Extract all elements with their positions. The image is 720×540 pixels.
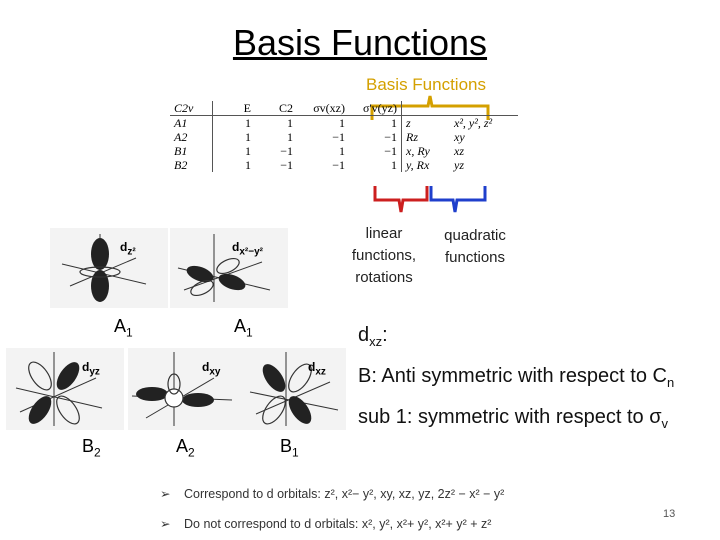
table-header-sigma-yz: σ'v(yz) xyxy=(349,101,402,116)
char-cell: −1 xyxy=(384,130,397,144)
orbital-dz2-label: dz² xyxy=(120,240,136,258)
orbital-dxy-diagram: dxy xyxy=(128,348,246,430)
symmetry-label-a1-second: A1 xyxy=(234,316,253,340)
char-cell: 1 xyxy=(245,130,251,144)
character-table: C2v E C2 σv(xz) σ'v(yz) A1 1 1 1 1 z x²,… xyxy=(170,101,518,172)
char-cell: 1 xyxy=(245,158,251,172)
char-cell: 1 xyxy=(245,116,251,130)
char-cell: −1 xyxy=(332,158,345,172)
orbital-dyz-diagram: dyz xyxy=(6,348,124,430)
orbital-dxy-label: dxy xyxy=(202,360,221,378)
dxz-note-line-2: sub 1: symmetric with respect to σv xyxy=(358,406,669,431)
irrep-cell: B1 xyxy=(170,144,213,158)
dxz-note-line-1: B: Anti symmetric with respect to Cn xyxy=(358,365,675,390)
orbital-dyz-label: dyz xyxy=(82,360,100,378)
basis-functions-label: Basis Functions xyxy=(366,75,486,94)
table-row: B2 1 −1 −1 1 y, Rx yz xyxy=(170,158,518,172)
orbital-dx2y2-diagram: dx²−y² xyxy=(170,228,288,308)
char-cell: 1 xyxy=(391,116,397,130)
dxz-note-heading: dxz: xyxy=(358,324,388,349)
quadratic-cell: yz xyxy=(454,158,464,172)
symmetry-label-a1-first: A1 xyxy=(114,316,133,340)
slide-title: Basis Functions xyxy=(232,22,488,63)
char-cell: −1 xyxy=(280,144,293,158)
linear-label-line: rotations xyxy=(355,269,413,286)
irrep-cell: B2 xyxy=(170,158,213,172)
linear-cell: x, Ry xyxy=(401,144,450,158)
quadratic-functions-label: quadratic functions xyxy=(430,225,520,269)
char-cell: 1 xyxy=(287,116,293,130)
char-cell: 1 xyxy=(287,130,293,144)
char-cell: −1 xyxy=(384,144,397,158)
char-cell: 1 xyxy=(391,158,397,172)
char-cell: −1 xyxy=(280,158,293,172)
linear-label-line: functions, xyxy=(351,247,417,264)
quadratic-cell: xz xyxy=(454,144,464,158)
char-cell: −1 xyxy=(332,130,345,144)
quadratic-cell: x², y², z² xyxy=(454,116,493,130)
bullet-text: Correspond to d orbitals: z², x²− y², xy… xyxy=(184,487,505,501)
char-cell: 1 xyxy=(339,144,345,158)
char-cell: 1 xyxy=(245,144,251,158)
table-row: A2 1 1 −1 −1 Rz xy xyxy=(170,130,518,144)
table-header-c2: C2 xyxy=(255,101,297,116)
orbital-dxz-label: dxz xyxy=(308,360,326,378)
symmetry-label-b1: B1 xyxy=(280,436,299,460)
symmetry-label-a2: A2 xyxy=(176,436,195,460)
linear-cell: z xyxy=(401,115,450,130)
orbital-dxy-icon xyxy=(131,352,233,426)
linear-cell: Rz xyxy=(401,130,450,144)
bullet-arrow-icon: ➢ xyxy=(160,487,171,501)
linear-functions-label: linear functions, rotations xyxy=(340,223,428,289)
char-cell: 1 xyxy=(339,116,345,130)
irrep-cell: A1 xyxy=(170,115,213,130)
page-number: 13 xyxy=(663,508,676,520)
bullet-arrow-icon: ➢ xyxy=(160,517,171,531)
symmetry-label-b2: B2 xyxy=(82,436,101,460)
orbital-dz2-icon xyxy=(61,234,147,302)
orbital-dxz-icon xyxy=(249,352,339,426)
table-row: B1 1 −1 1 −1 x, Ry xz xyxy=(170,144,518,158)
table-row: A1 1 1 1 1 z x², y², z² xyxy=(170,115,518,130)
orbital-dxz-diagram: dxz xyxy=(246,348,346,430)
quadratic-label-line: functions xyxy=(444,249,506,266)
table-header-group: C2v xyxy=(170,101,213,116)
orbital-dz2-diagram: dz² xyxy=(50,228,168,308)
table-header-sigma-xz: σv(xz) xyxy=(297,101,349,116)
dxz-symmetry-note: dxz: B: Anti symmetric with respect to C… xyxy=(358,318,674,441)
quadratic-label-line: quadratic xyxy=(444,227,506,244)
orbital-dx2y2-label: dx²−y² xyxy=(232,240,263,258)
orbital-dyz-icon xyxy=(15,352,103,426)
irrep-cell: A2 xyxy=(170,130,213,144)
linear-label-line: linear xyxy=(365,225,403,242)
linear-quadratic-brackets xyxy=(373,186,487,213)
table-header-e: E xyxy=(212,101,255,116)
bullet-not-correspond: ➢ Do not correspond to d orbitals: x², y²… xyxy=(160,516,491,531)
bullet-correspond: ➢ Correspond to d orbitals: z², x²− y², x… xyxy=(160,486,504,501)
bullet-text: Do not correspond to d orbitals: x², y²,… xyxy=(184,517,492,531)
orbital-dx2y2-icon xyxy=(177,234,271,302)
quadratic-cell: xy xyxy=(454,130,465,144)
linear-cell: y, Rx xyxy=(401,158,450,172)
